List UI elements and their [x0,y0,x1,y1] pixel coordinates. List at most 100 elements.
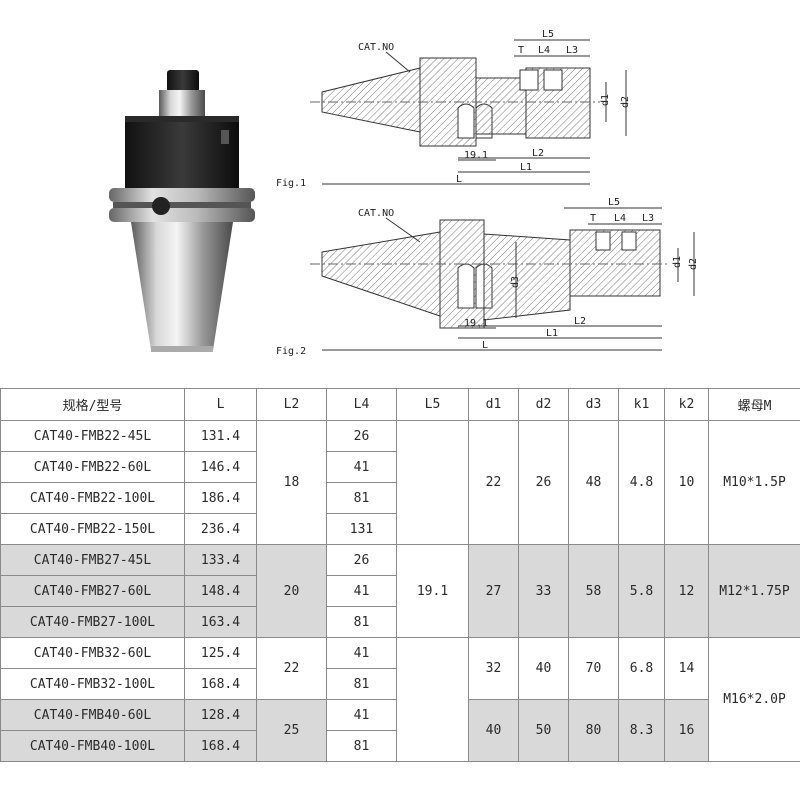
cell-k1: 8.3 [618,699,665,762]
cell-L: 168.4 [184,668,257,700]
cell-d1: 27 [468,544,519,638]
cell-k2: 12 [664,544,709,638]
header-area: L5 T L4 L3 d1 d2 19.1 L2 L1 L CAT.NO Fig… [0,0,800,390]
table-row: CAT40-FMB27-60L 148.4 41 [0,575,800,607]
header-d1: d1 [468,388,519,421]
cell-k2: 14 [664,637,709,700]
cell-L: 163.4 [184,606,257,638]
fig1-d2: d2 [620,96,631,108]
cell-k1: 4.8 [618,420,665,545]
fig1-19: 19.1 [464,150,488,161]
fig2-T: T [590,213,596,224]
cell-L4: 41 [326,575,397,607]
cell-model: CAT40-FMB32-60L [0,637,185,669]
cell-L2: 22 [256,637,327,700]
fig1-L2: L2 [532,148,544,159]
cell-nut: M16*2.0P [708,637,800,762]
cell-L4: 26 [326,544,397,576]
cell-d1: 40 [468,699,519,762]
fig2-L: L [482,340,488,351]
table-row: CAT40-FMB27-45L 133.4 20 26 19.1 27 33 5… [0,544,800,638]
table-row: CAT40-FMB32-60L 125.4 22 41 32 40 70 6.8… [0,637,800,762]
table-row: CAT40-FMB27-100L 163.4 81 [0,606,800,638]
cell-model: CAT40-FMB22-100L [0,482,185,514]
fig2-L4: L4 [614,213,626,224]
cell-L5-empty [396,637,469,762]
cell-L5: 19.1 [396,544,469,638]
cell-nut: M12*1.75P [708,544,800,638]
cell-L2: 25 [256,699,327,762]
header-nut: 螺母M [708,388,800,421]
fig2-L2: L2 [574,316,586,327]
cell-d3: 58 [568,544,619,638]
table-row: CAT40-FMB22-60L 146.4 41 [0,451,800,483]
cell-model: CAT40-FMB40-60L [0,699,185,731]
table-row: CAT40-FMB22-100L 186.4 81 [0,482,800,514]
cell-d2: 33 [518,544,569,638]
header-L2: L2 [256,388,327,421]
cell-L4: 81 [326,606,397,638]
cell-model: CAT40-FMB27-60L [0,575,185,607]
cell-d2: 26 [518,420,569,545]
header-k2: k2 [664,388,709,421]
cell-L2: 18 [256,420,327,545]
fig2-L5: L5 [608,197,620,208]
cell-L: 146.4 [184,451,257,483]
fig1-T: T [518,45,524,56]
fig2-d1: d1 [672,256,683,268]
header-L4: L4 [326,388,397,421]
cell-L: 236.4 [184,513,257,545]
spec-table: 规格/型号 L L2 L4 L5 d1 d2 d3 k1 k2 螺母M CAT4… [0,388,800,762]
cell-model: CAT40-FMB22-60L [0,451,185,483]
header-k1: k1 [618,388,665,421]
cell-L: 131.4 [184,420,257,452]
technical-drawings: L5 T L4 L3 d1 d2 19.1 L2 L1 L CAT.NO Fig… [276,29,699,357]
cell-k2: 10 [664,420,709,545]
fig1-L3: L3 [566,45,578,56]
cell-model: CAT40-FMB27-45L [0,544,185,576]
cell-L: 125.4 [184,637,257,669]
fig2-L3: L3 [642,213,654,224]
fig1-L: L [456,174,462,185]
cell-L: 148.4 [184,575,257,607]
fig1-L1: L1 [520,162,532,173]
table-row: CAT40-FMB22-45L 131.4 18 26 22 26 48 4.8… [0,420,800,545]
cell-L4: 81 [326,730,397,762]
header-model: 规格/型号 [0,388,185,421]
cell-d3: 48 [568,420,619,545]
cell-L: 168.4 [184,730,257,762]
cell-L: 133.4 [184,544,257,576]
table-header-row: 规格/型号 L L2 L4 L5 d1 d2 d3 k1 k2 螺母M [0,388,800,421]
cell-d1: 32 [468,637,519,700]
cell-L4: 81 [326,668,397,700]
cell-L4: 41 [326,699,397,731]
cell-L4: 41 [326,451,397,483]
cell-L5-empty [396,420,469,545]
cell-model: CAT40-FMB40-100L [0,730,185,762]
cell-model: CAT40-FMB27-100L [0,606,185,638]
table-row: CAT40-FMB40-60L 128.4 25 41 40 50 80 8.3… [0,699,800,762]
fig2-label: Fig.2 [276,346,306,357]
fig1-L5: L5 [542,29,554,40]
cell-d2: 50 [518,699,569,762]
cell-L4: 81 [326,482,397,514]
table-row: CAT40-FMB32-100L 168.4 81 [0,668,800,700]
cell-L4: 41 [326,637,397,669]
cell-model: CAT40-FMB22-45L [0,420,185,452]
cell-k2: 16 [664,699,709,762]
cell-model: CAT40-FMB32-100L [0,668,185,700]
header-L5: L5 [396,388,469,421]
cell-L2: 20 [256,544,327,638]
cell-d2: 40 [518,637,569,700]
cell-d3: 70 [568,637,619,700]
cell-L: 128.4 [184,699,257,731]
header-L: L [184,388,257,421]
cell-d3: 80 [568,699,619,762]
fig1-L4: L4 [538,45,550,56]
tool-holder-photo [109,70,255,352]
cell-nut: M10*1.5P [708,420,800,545]
table-row: CAT40-FMB22-150L 236.4 131 [0,513,800,545]
cell-d1: 22 [468,420,519,545]
fig2-d3: d3 [510,276,521,288]
fig2-L1: L1 [546,328,558,339]
